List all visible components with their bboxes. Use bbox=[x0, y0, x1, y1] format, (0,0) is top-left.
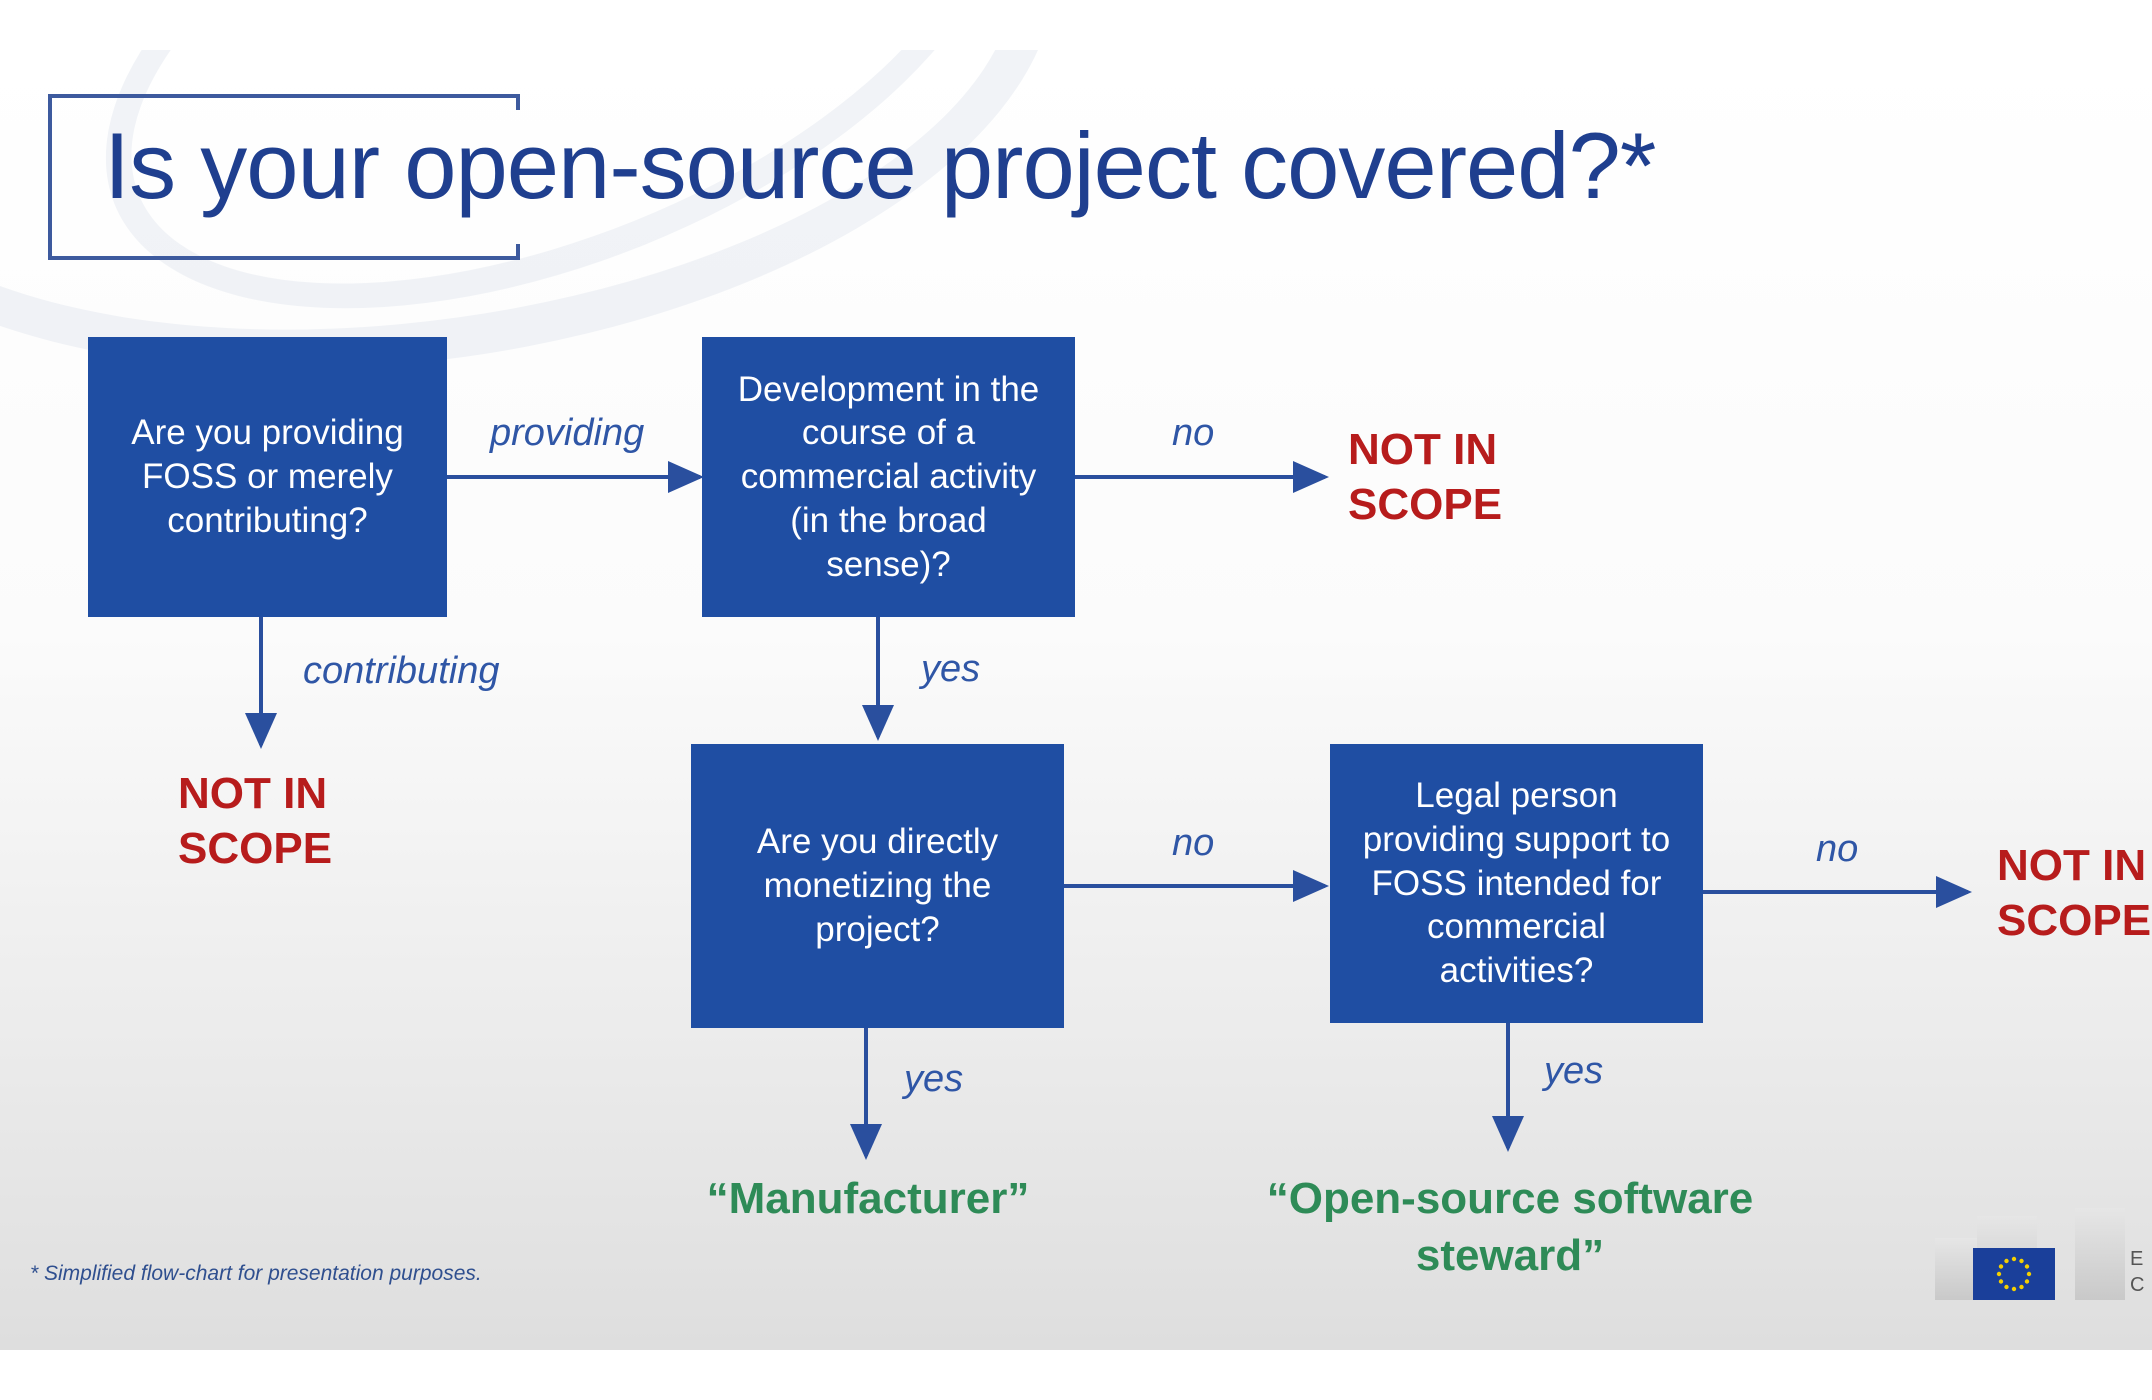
page-title: Is your open-source project covered?* bbox=[104, 113, 1656, 218]
box-monetizing: Are you directly monetizing the project? bbox=[691, 744, 1064, 1028]
not-in-scope-line1: NOT IN bbox=[1997, 841, 2147, 890]
european-commission-logo bbox=[1935, 1208, 2125, 1303]
not-in-scope-label: NOT IN SCOPE bbox=[1997, 838, 2152, 948]
logo-building bbox=[2075, 1208, 2125, 1300]
not-in-scope-label: NOT IN SCOPE bbox=[178, 766, 332, 876]
outcome-manufacturer: “Manufacturer” bbox=[706, 1174, 1030, 1223]
edge-label-no: no bbox=[1816, 828, 1859, 870]
eu-flag-icon bbox=[1973, 1248, 2055, 1300]
title-frame bbox=[48, 94, 518, 260]
edge-label-yes: yes bbox=[904, 1058, 964, 1100]
bottom-bar bbox=[0, 1350, 2152, 1400]
not-in-scope-line1: NOT IN bbox=[1348, 425, 1498, 474]
not-in-scope-line1: NOT IN bbox=[178, 769, 328, 818]
box-legal-person: Legal person providing support to FOSS i… bbox=[1330, 744, 1703, 1023]
outcome-steward-line2: steward” bbox=[1415, 1231, 1605, 1281]
slide-background bbox=[0, 50, 2152, 1350]
logo-text: C bbox=[2130, 1274, 2145, 1296]
outcome-steward-line1: “Open-source software bbox=[1266, 1174, 1754, 1223]
edge-label-no: no bbox=[1172, 412, 1215, 454]
box-commercial-activity: Development in the course of a commercia… bbox=[702, 337, 1075, 617]
not-in-scope-line2: SCOPE bbox=[1997, 896, 2152, 945]
box-providing-or-contributing: Are you providing FOSS or merely contrib… bbox=[88, 337, 447, 617]
not-in-scope-label: NOT IN SCOPE bbox=[1348, 422, 1502, 532]
title-frame-tick bbox=[516, 94, 520, 110]
logo-text: E bbox=[2130, 1248, 2144, 1270]
edge-label-yes: yes bbox=[1544, 1050, 1604, 1092]
footnote: * Simplified flow-chart for presentation… bbox=[30, 1262, 482, 1285]
not-in-scope-line2: SCOPE bbox=[178, 824, 333, 873]
edge-label-providing: providing bbox=[490, 412, 645, 454]
edge-label-yes: yes bbox=[921, 648, 981, 690]
edge-label-contributing: contributing bbox=[303, 650, 500, 692]
title-frame-tick bbox=[516, 244, 520, 260]
not-in-scope-line2: SCOPE bbox=[1348, 480, 1503, 529]
edge-label-no: no bbox=[1172, 822, 1215, 864]
outcome-open-source-steward: “Open-source software steward” bbox=[1230, 1170, 1790, 1284]
